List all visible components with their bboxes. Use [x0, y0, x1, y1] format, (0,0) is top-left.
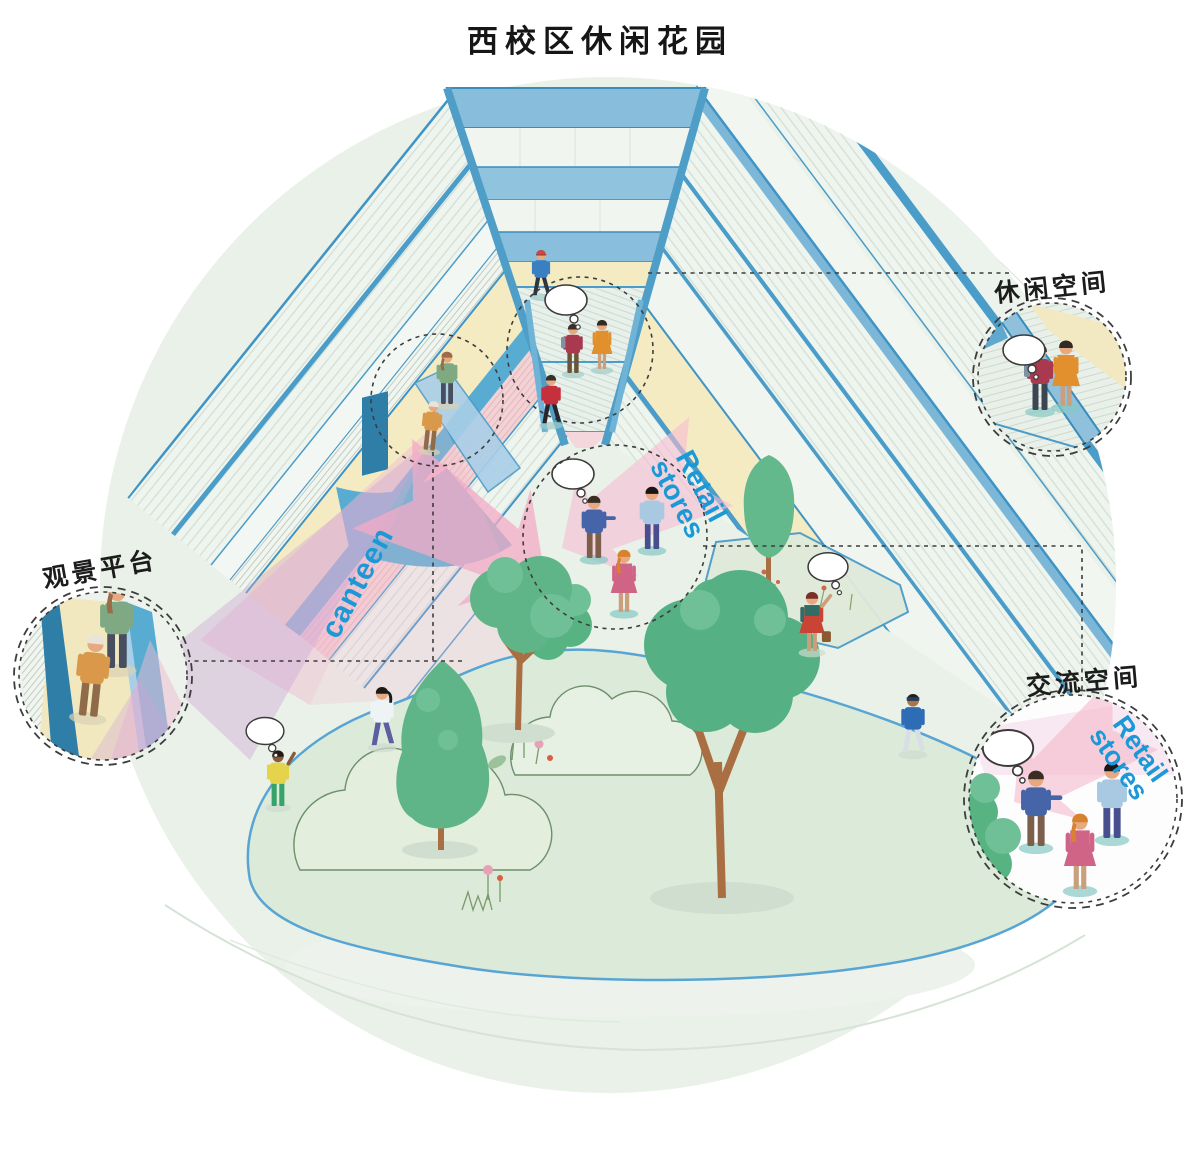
page-title: 西校区休闲花园	[467, 24, 733, 59]
person-green-woman-walkway	[435, 351, 459, 410]
round-tree-large	[644, 570, 820, 914]
column-tree	[743, 455, 795, 585]
ground-contour	[164, 904, 1086, 1052]
round-tree-small	[470, 556, 574, 743]
person-ponytail-woman	[367, 687, 397, 753]
dashed-circle-group	[522, 444, 708, 630]
callout-leisure-space	[972, 297, 1132, 457]
pink-sightline-fans	[150, 418, 560, 760]
ground-contour-2	[229, 939, 621, 1023]
person-cap-boy	[529, 250, 553, 301]
dashed-circle-walkway	[370, 333, 504, 467]
conical-tree	[396, 660, 490, 859]
annotation-dashes	[188, 272, 1083, 694]
marker-rect-right	[703, 545, 1083, 694]
person-pink-woman-group	[609, 549, 639, 619]
dashed-circle-terrace	[506, 276, 654, 424]
person-waving-woman	[798, 592, 833, 658]
central-atrium-terraces	[443, 86, 709, 448]
person-maroon-man-terrace	[561, 323, 585, 379]
person-blue-man-group	[579, 495, 616, 565]
person-yellow-boy	[265, 750, 296, 812]
callout-viewing-platform	[13, 586, 193, 766]
person-runner	[898, 694, 928, 760]
